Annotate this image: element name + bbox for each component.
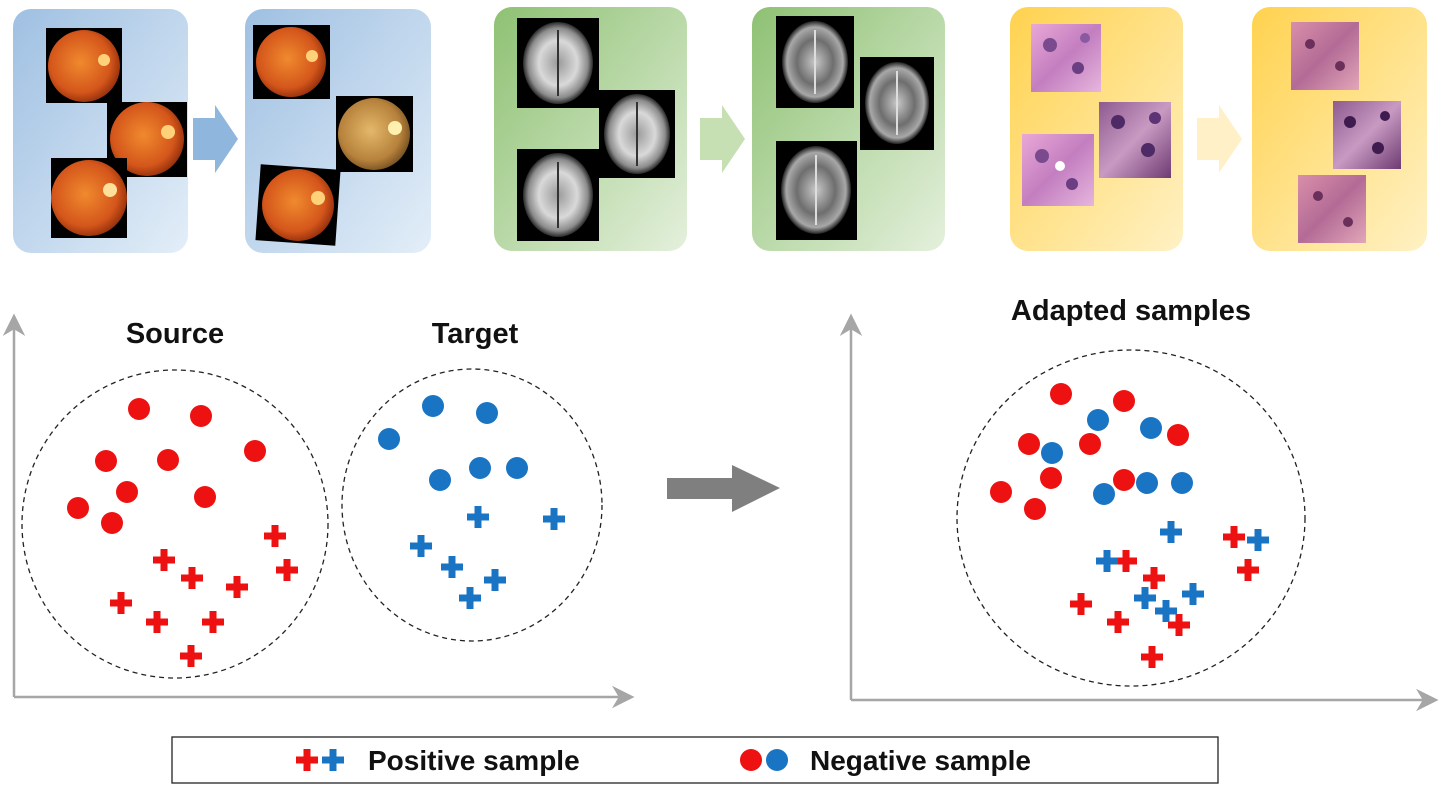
- adapted-blue-negative-marker: [1171, 472, 1193, 494]
- source-positive-marker: [181, 567, 203, 589]
- mri-panel-group: [494, 7, 945, 251]
- target-positive-marker: [467, 506, 489, 528]
- adapted-red-negative-marker: [1024, 498, 1046, 520]
- legend: Positive sample Negative sample: [171, 736, 1219, 784]
- adapted-red-positive-marker: [1107, 611, 1129, 633]
- left-plot: Source Target: [2, 313, 635, 709]
- source-negative-marker: [116, 481, 138, 503]
- target-negative-marker: [429, 469, 451, 491]
- target-negative-marker: [422, 395, 444, 417]
- adapted-blue-positive-marker: [1134, 587, 1156, 609]
- legend-positive-label: Positive sample: [368, 745, 580, 776]
- source-negative-marker: [67, 497, 89, 519]
- adapted-blue-negative-marker: [1136, 472, 1158, 494]
- adapted-red-negative-marker: [1167, 424, 1189, 446]
- histology-adapted-images: [1291, 22, 1401, 243]
- adapted-blue-positive-marker: [1096, 550, 1118, 572]
- source-positive-marker: [202, 611, 224, 633]
- source-positive-marker: [276, 559, 298, 581]
- source-negative-marker: [157, 449, 179, 471]
- legend-negative-label: Negative sample: [810, 745, 1031, 776]
- source-positive-marker: [110, 592, 132, 614]
- target-positive-marker: [484, 569, 506, 591]
- adapted-blue-positive-marker: [1182, 583, 1204, 605]
- source-negative-marker: [101, 512, 123, 534]
- adapted-red-negative-marker: [1113, 469, 1135, 491]
- target-negative-marker: [506, 457, 528, 479]
- fundus-transfer-arrow: [193, 105, 238, 173]
- histology-source-images: [1022, 24, 1171, 206]
- legend-box: [171, 736, 1219, 784]
- adapted-red-positive-marker: [1141, 646, 1163, 668]
- source-negative-marker: [95, 450, 117, 472]
- legend-markers: [296, 749, 788, 771]
- source-negative-marker: [194, 486, 216, 508]
- adaptation-arrow-icon: [667, 465, 780, 512]
- adapted-red-positive-marker: [1143, 567, 1165, 589]
- legend-positive-red-marker: [296, 749, 318, 771]
- source-positive-marker: [146, 611, 168, 633]
- adapted-blue-negative-marker: [1087, 409, 1109, 431]
- legend-negative-blue-marker: [766, 749, 788, 771]
- adapted-blue-positive-marker: [1160, 521, 1182, 543]
- target-positive-marker: [459, 587, 481, 609]
- histology-panel-group: [1010, 7, 1427, 251]
- adapted-blue-negative-marker: [1041, 442, 1063, 464]
- legend-positive-blue-marker: [322, 749, 344, 771]
- target-title: Target: [432, 318, 519, 350]
- source-positive-marker: [226, 576, 248, 598]
- right-plot: Adapted samples: [839, 295, 1439, 712]
- target-positive-marker: [441, 556, 463, 578]
- mri-transfer-arrow: [700, 105, 745, 173]
- target-positive-marker: [410, 535, 432, 557]
- adapted-red-negative-marker: [1079, 433, 1101, 455]
- adapted-red-negative-marker: [1040, 467, 1062, 489]
- adapted-red-negative-marker: [1113, 390, 1135, 412]
- target-positive-marker: [543, 508, 565, 530]
- adapted-blue-positive-marker: [1155, 600, 1177, 622]
- source-cluster-boundary: [21, 369, 329, 679]
- adapted-red-positive-marker: [1223, 526, 1245, 548]
- source-title: Source: [126, 318, 224, 350]
- source-positive-marker: [264, 525, 286, 547]
- adapted-red-positive-marker: [1115, 550, 1137, 572]
- adapted-red-negative-marker: [1050, 383, 1072, 405]
- adapted-cluster-boundary: [956, 349, 1306, 687]
- adapted-red-negative-marker: [1018, 433, 1040, 455]
- adapted-red-positive-marker: [1070, 593, 1092, 615]
- adapted-red-negative-marker: [990, 481, 1012, 503]
- adapted-samples-title: Adapted samples: [1011, 295, 1251, 327]
- source-positive-marker: [153, 549, 175, 571]
- adapted-blue-positive-marker: [1247, 529, 1269, 551]
- mri-adapted-images: [776, 16, 934, 240]
- target-negative-marker: [469, 457, 491, 479]
- legend-negative-red-marker: [740, 749, 762, 771]
- source-negative-marker: [128, 398, 150, 420]
- mri-source-images: [517, 18, 675, 241]
- histology-transfer-arrow: [1197, 105, 1242, 173]
- source-negative-marker: [244, 440, 266, 462]
- target-negative-marker: [378, 428, 400, 450]
- fundus-panel-group: [13, 9, 431, 253]
- source-positive-marker: [180, 645, 202, 667]
- adapted-blue-negative-marker: [1093, 483, 1115, 505]
- source-negative-marker: [190, 405, 212, 427]
- target-cluster-boundary: [341, 368, 603, 642]
- left-plot-markers: [67, 395, 565, 667]
- adapted-blue-negative-marker: [1140, 417, 1162, 439]
- target-negative-marker: [476, 402, 498, 424]
- right-plot-markers: [990, 383, 1269, 668]
- fundus-source-images: [46, 28, 187, 238]
- fundus-adapted-images: [253, 25, 413, 246]
- adapted-red-positive-marker: [1237, 559, 1259, 581]
- adapted-red-positive-marker: [1168, 614, 1190, 636]
